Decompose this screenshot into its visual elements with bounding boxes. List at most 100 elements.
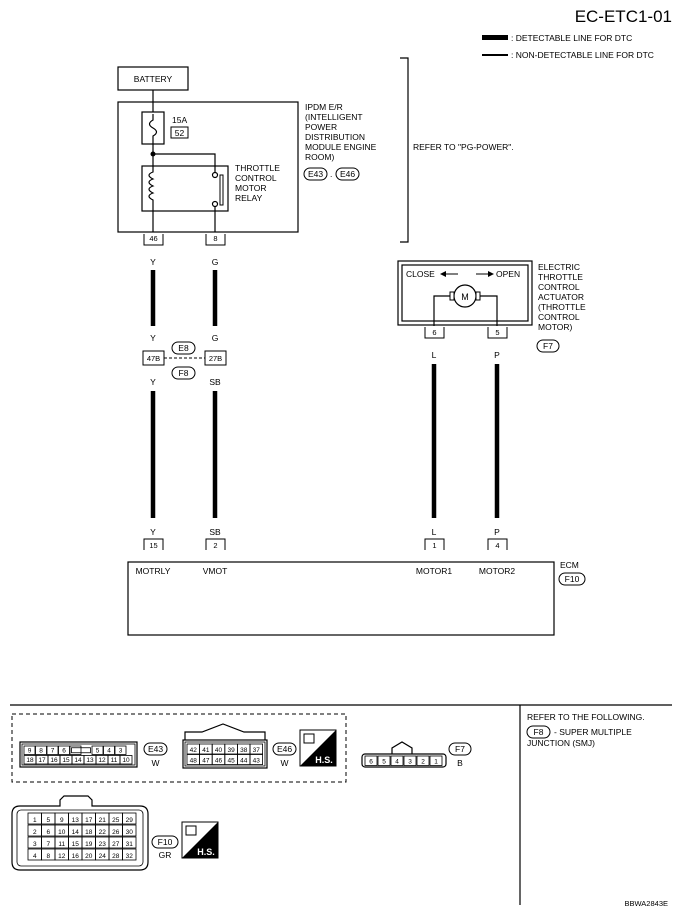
ecm-pin-vmot: VMOT <box>203 566 228 576</box>
e43-pin-13: 13 <box>86 757 94 764</box>
wire-color-l-ecm: L <box>432 527 437 537</box>
connector-e46-face <box>182 723 268 769</box>
actuator-label-4: ACTUATOR <box>538 292 584 302</box>
connector-e43-face <box>19 741 138 768</box>
f10-pin-2: 2 <box>33 829 37 836</box>
f10-pin-30-cell <box>122 824 137 837</box>
ecm-pin-motor2: MOTOR2 <box>479 566 515 576</box>
e46-pin-48: 48 <box>190 757 198 764</box>
ecm-pin-motor1: MOTOR1 <box>416 566 452 576</box>
f10-pin-11: 11 <box>58 841 65 848</box>
connector-f7-outline <box>361 753 447 768</box>
ipdm-terminal-46-frame <box>143 234 164 246</box>
f10-pin-28: 28 <box>112 853 120 860</box>
connector-f10-outline <box>11 795 149 871</box>
legend-detectable-line <box>482 35 508 40</box>
ecm-terminal-1: 1 <box>432 541 436 550</box>
connector-f10-id: F10 <box>158 837 173 847</box>
e46-pin-42: 42 <box>190 747 198 754</box>
f10-pin-17: 17 <box>85 817 93 824</box>
refer-pg-power: REFER TO "PG-POWER". <box>413 142 514 152</box>
e43-pin-4-cell <box>103 745 115 755</box>
relay-contact-top <box>211 171 219 179</box>
ipdm-label-2: (INTELLIGENT <box>305 112 363 122</box>
actuator-label-6: CONTROL <box>538 312 580 322</box>
f10-pin-23: 23 <box>99 841 107 848</box>
ecm-pin-motrly: MOTRLY <box>136 566 171 576</box>
actuator-terminal-6: 6 <box>432 328 436 337</box>
actuator-outer-box <box>397 260 533 326</box>
f10-pin-31-cell <box>122 836 137 849</box>
e43-pin-9-cell <box>23 745 36 755</box>
e43-pin-14: 14 <box>74 757 82 764</box>
junction-e8-tag <box>171 341 196 355</box>
ipdm-terminal-8-frame <box>205 234 226 246</box>
actuator-connector: F7 <box>543 341 553 351</box>
ecm-terminal-2: 2 <box>213 541 217 550</box>
f7-pin-6: 6 <box>369 758 373 765</box>
actuator-inner-box <box>401 264 529 322</box>
connector-e43-tag <box>143 742 168 756</box>
ipdm-label-1: IPDM E/R <box>305 102 343 112</box>
figure-code: BBWA2843E <box>625 899 669 908</box>
ipdm-box <box>117 101 299 233</box>
f10-pin-26: 26 <box>112 829 120 836</box>
e46-pin-37-cell <box>249 743 264 755</box>
connector-e46-id: E46 <box>277 744 292 754</box>
f10-pin-21: 21 <box>99 817 107 824</box>
actuator-label-5: (THROTTLE <box>538 302 586 312</box>
f10-pin-30: 30 <box>126 829 134 836</box>
ipdm-label-4: DISTRIBUTION <box>305 132 365 142</box>
hs-hand-icon <box>185 825 197 836</box>
e46-pin-39: 39 <box>227 747 235 754</box>
hs-badge-e46: H.S. <box>299 729 337 767</box>
e43-pin-11: 11 <box>111 757 118 764</box>
connector-e43-id: E43 <box>148 744 163 754</box>
ipdm-connector-e43-tag <box>303 167 328 181</box>
ecm-connector: F10 <box>565 574 580 584</box>
ipdm-label-3: POWER <box>305 122 337 132</box>
ecm-terminal-4-frame <box>487 538 508 550</box>
ipdm-connector-e46: E46 <box>340 169 355 179</box>
connector-f7-color: B <box>457 758 463 768</box>
junction-terminal-27b: 27B <box>209 354 222 363</box>
refer-following-heading: REFER TO THE FOLLOWING. <box>527 712 645 722</box>
f7-pin-3-cell <box>403 755 417 766</box>
wire-color-sb-ecm: SB <box>209 527 221 537</box>
junction-f8: F8 <box>179 368 189 378</box>
hs-badge-f10: H.S. <box>181 821 219 859</box>
f10-pin-1: 1 <box>33 817 37 824</box>
e43-pin-18: 18 <box>26 757 34 764</box>
e43-pin-9: 9 <box>28 747 32 754</box>
e43-pin-8: 8 <box>39 747 43 754</box>
f10-pin-29-cell <box>122 812 137 825</box>
f7-pin-1-cell <box>429 755 443 766</box>
f10-pin-13: 13 <box>72 817 80 824</box>
relay-label-4: RELAY <box>235 193 263 203</box>
connector-f10-face <box>11 795 149 871</box>
e46-pin-47: 47 <box>202 757 210 764</box>
relay-label-1: THROTTLE <box>235 163 280 173</box>
legend-non-detectable-text: : NON-DETECTABLE LINE FOR DTC <box>511 50 654 60</box>
connector-e46-latch <box>184 723 266 740</box>
connector-e43-color: W <box>151 758 159 768</box>
refer-following-connector: F8 <box>534 727 544 737</box>
e43-pin-5: 5 <box>96 747 100 754</box>
e46-pin-46: 46 <box>215 757 223 764</box>
e43-pin-10-cell <box>119 755 133 765</box>
legend-detectable-text: : DETECTABLE LINE FOR DTC <box>511 33 632 43</box>
e46-pin-45: 45 <box>227 757 235 764</box>
e43-pin-5-cell <box>91 745 104 755</box>
motor-symbol: M <box>461 292 469 302</box>
motor-brush-right <box>475 291 481 301</box>
f10-pin-5: 5 <box>46 817 50 824</box>
connector-f10-color: GR <box>159 850 172 860</box>
f10-pin-27: 27 <box>112 841 120 848</box>
f10-pin-31: 31 <box>126 841 134 848</box>
hs-badge-fill <box>300 730 336 766</box>
ecm-box <box>127 561 555 636</box>
connector-e46-tag <box>272 742 297 756</box>
junction-terminal-47b: 47B <box>147 354 160 363</box>
